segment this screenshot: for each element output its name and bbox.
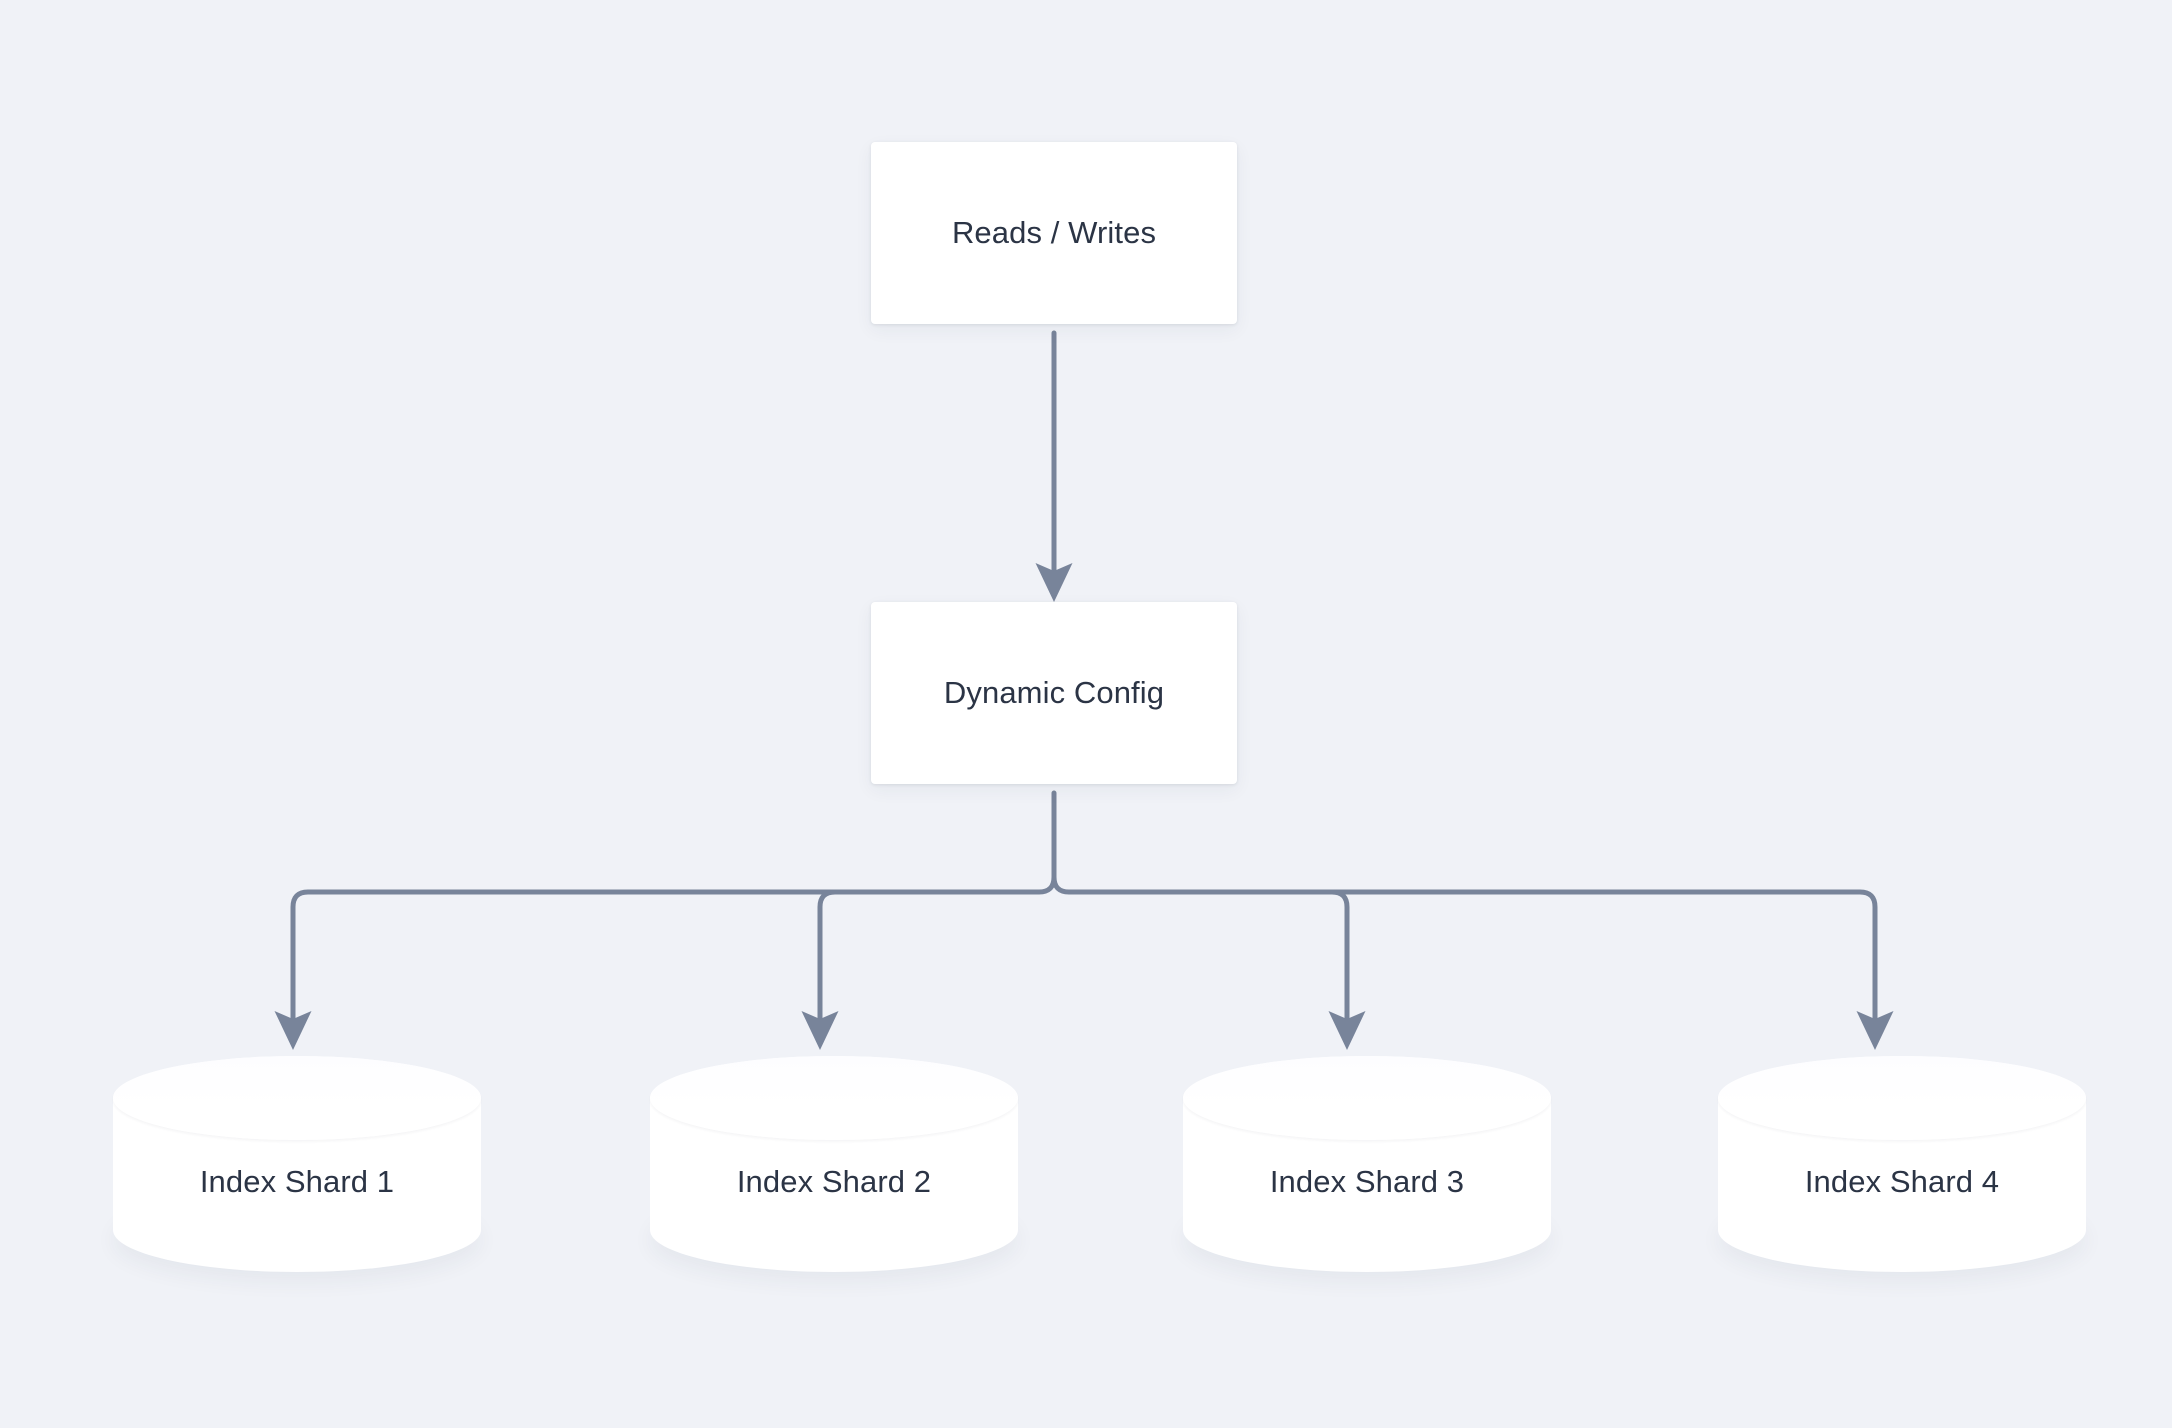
node-dynamic-config-label: Dynamic Config <box>943 675 1165 710</box>
node-index-shard-4[interactable]: Index Shard 4 <box>1718 1056 2086 1272</box>
node-index-shard-4-label: Index Shard 4 <box>1804 1164 2000 1199</box>
cylinder-top <box>113 1056 481 1140</box>
node-reads-writes[interactable]: Reads / Writes <box>871 142 1237 324</box>
cylinder-top <box>1718 1056 2086 1140</box>
node-index-shard-1-label: Index Shard 1 <box>199 1164 395 1199</box>
node-index-shard-3[interactable]: Index Shard 3 <box>1183 1056 1551 1272</box>
edge-dynamic-config-to-shard-2 <box>801 889 1003 1051</box>
edge-bus-left <box>274 874 1057 1051</box>
node-index-shard-2-label: Index Shard 2 <box>736 1164 932 1199</box>
edge-dynamic-config-stem <box>1051 790 1894 1051</box>
cylinder-top-sheen <box>1718 1056 2086 1140</box>
node-dynamic-config[interactable]: Dynamic Config <box>871 602 1237 784</box>
cylinder-top <box>1183 1056 1551 1140</box>
cylinder-top <box>650 1056 1018 1140</box>
cylinder-top-sheen <box>1183 1056 1551 1140</box>
node-index-shard-2[interactable]: Index Shard 2 <box>650 1056 1018 1272</box>
cylinder-top-sheen <box>650 1056 1018 1140</box>
cylinder-top-sheen <box>113 1056 481 1140</box>
node-reads-writes-label: Reads / Writes <box>951 215 1157 250</box>
edge-dynamic-config-to-shard-3 <box>1107 889 1366 1051</box>
node-index-shard-3-label: Index Shard 3 <box>1269 1164 1465 1199</box>
node-index-shard-1[interactable]: Index Shard 1 <box>113 1056 481 1272</box>
